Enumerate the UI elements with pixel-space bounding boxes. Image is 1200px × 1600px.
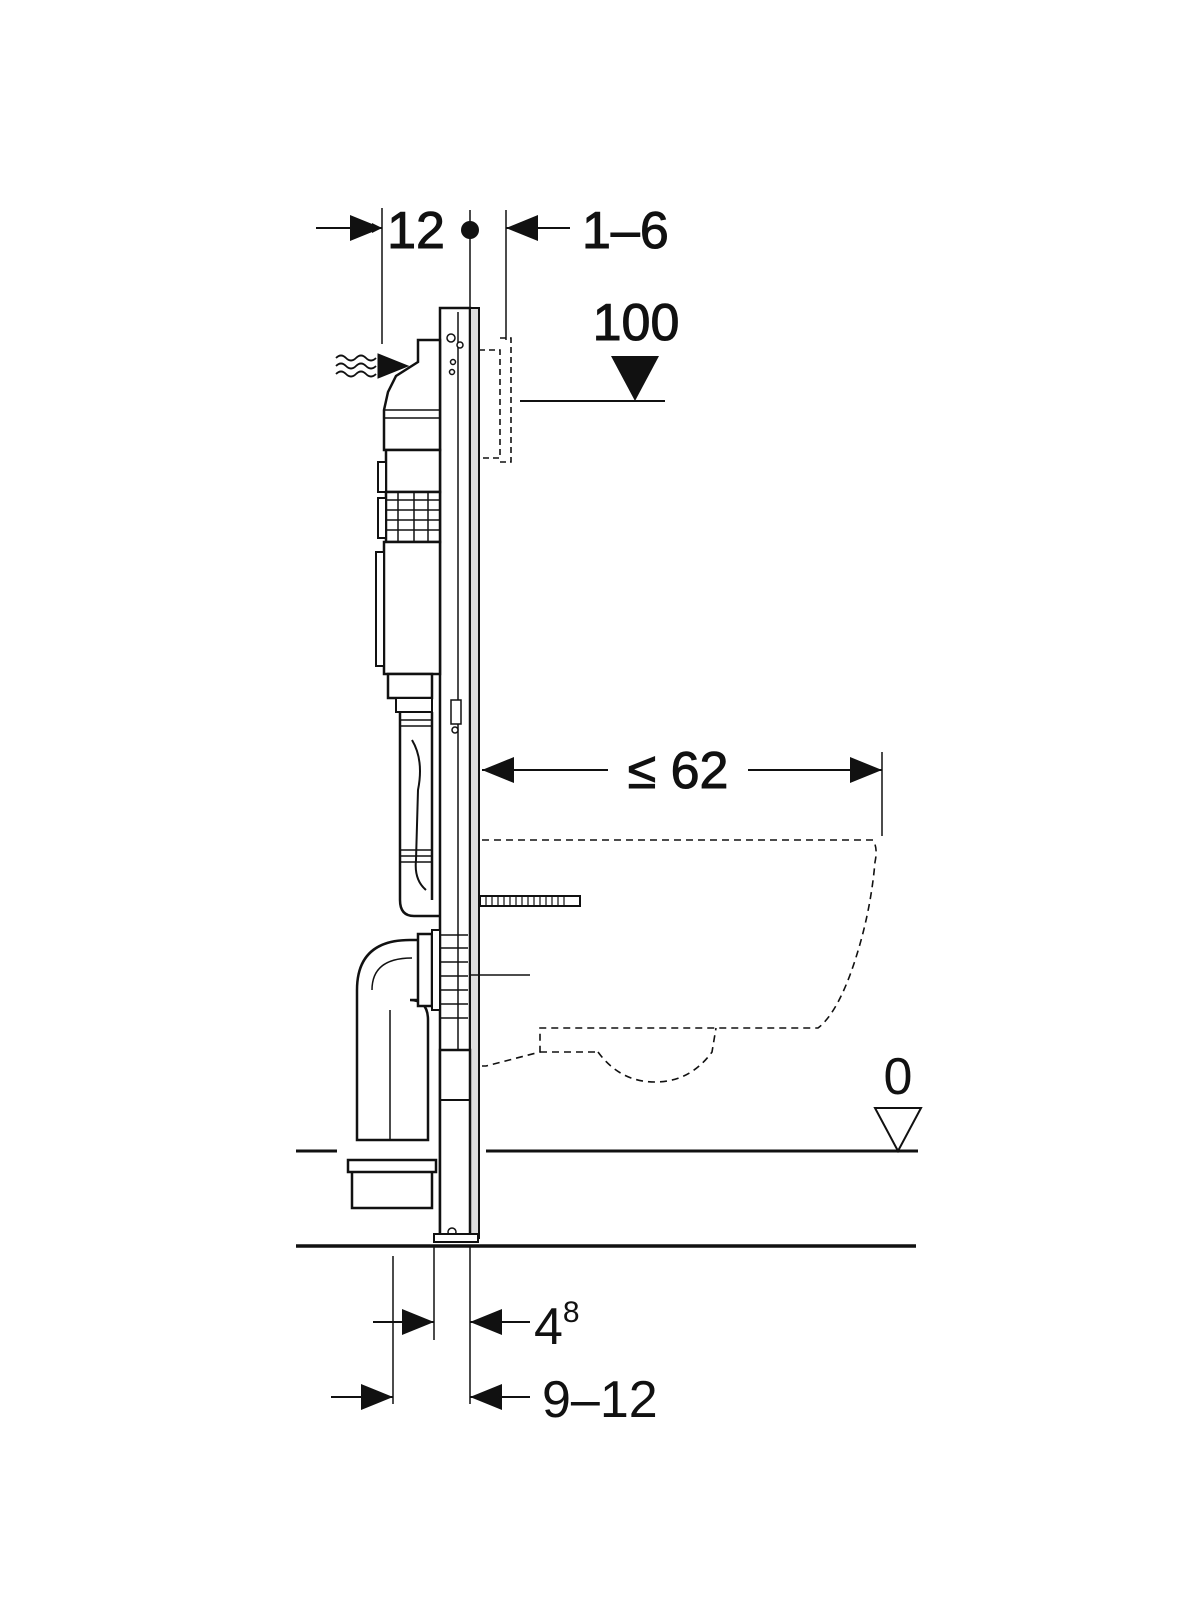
dimension-elevation-upper: 100 <box>520 294 680 402</box>
dimension-label-elevation-upper: 100 <box>593 294 680 352</box>
flush-plate-outline <box>479 337 512 463</box>
wc-bowl-outline <box>482 839 877 1083</box>
dimension-front-distance: ≤ 62 <box>482 742 883 836</box>
dimension-label-bottom-outer: 9–12 <box>542 1371 658 1429</box>
dimension-bottom-outer: 9–12 <box>331 1371 658 1429</box>
elevation-marker-filled-icon <box>611 356 659 401</box>
elevation-marker-outline-icon <box>873 1107 923 1154</box>
frame-axis-dot <box>461 221 479 239</box>
dimension-label-bottom-inner: 48 <box>534 1296 580 1356</box>
dimension-floor-level: 0 <box>873 1048 923 1154</box>
frame-plate <box>469 307 480 1239</box>
dimension-top-right: 1–6 <box>505 202 669 340</box>
water-inlet <box>335 353 410 379</box>
dimension-label-top-right: 1–6 <box>582 202 669 260</box>
installation-frame <box>433 306 480 1243</box>
cistern <box>375 338 442 918</box>
dimension-label-front-distance: ≤ 62 <box>628 742 729 800</box>
dimension-label-floor-level: 0 <box>884 1048 913 1106</box>
inlet-arrow-icon <box>377 353 410 379</box>
mounting-bolt <box>479 895 581 907</box>
dimension-bottom-inner: 48 <box>373 1246 580 1404</box>
wave-icon <box>335 354 377 362</box>
drain-bend <box>346 929 530 1210</box>
dimension-top-left: 12 <box>316 202 479 344</box>
dimension-label-top-left: 12 <box>387 202 445 260</box>
floor-lines <box>296 1149 918 1248</box>
